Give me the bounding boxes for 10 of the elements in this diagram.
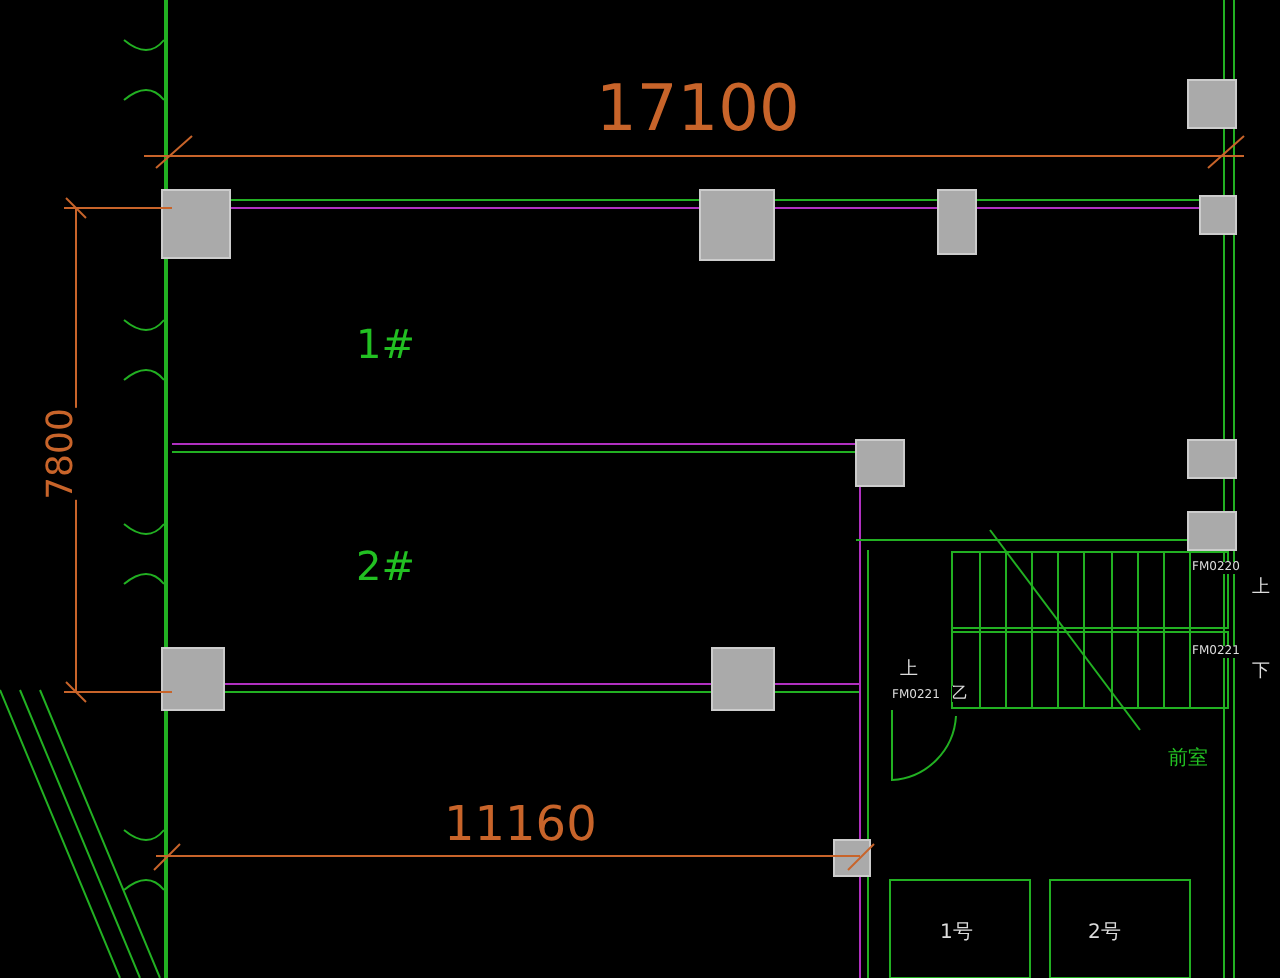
stair-direction-label: 下 (1252, 664, 1270, 682)
door-label: 乙 (952, 686, 968, 702)
room-label: 1# (356, 324, 415, 364)
room-label: 2# (356, 546, 415, 586)
stair-direction-label: 上 (1252, 580, 1270, 598)
room-name: 前室 (1168, 750, 1208, 770)
stair-direction-label: 上 (900, 662, 918, 680)
room-name: 1号 (940, 924, 973, 944)
room-name: 2号 (1088, 924, 1121, 944)
dimension-text: 7800 (43, 408, 80, 500)
